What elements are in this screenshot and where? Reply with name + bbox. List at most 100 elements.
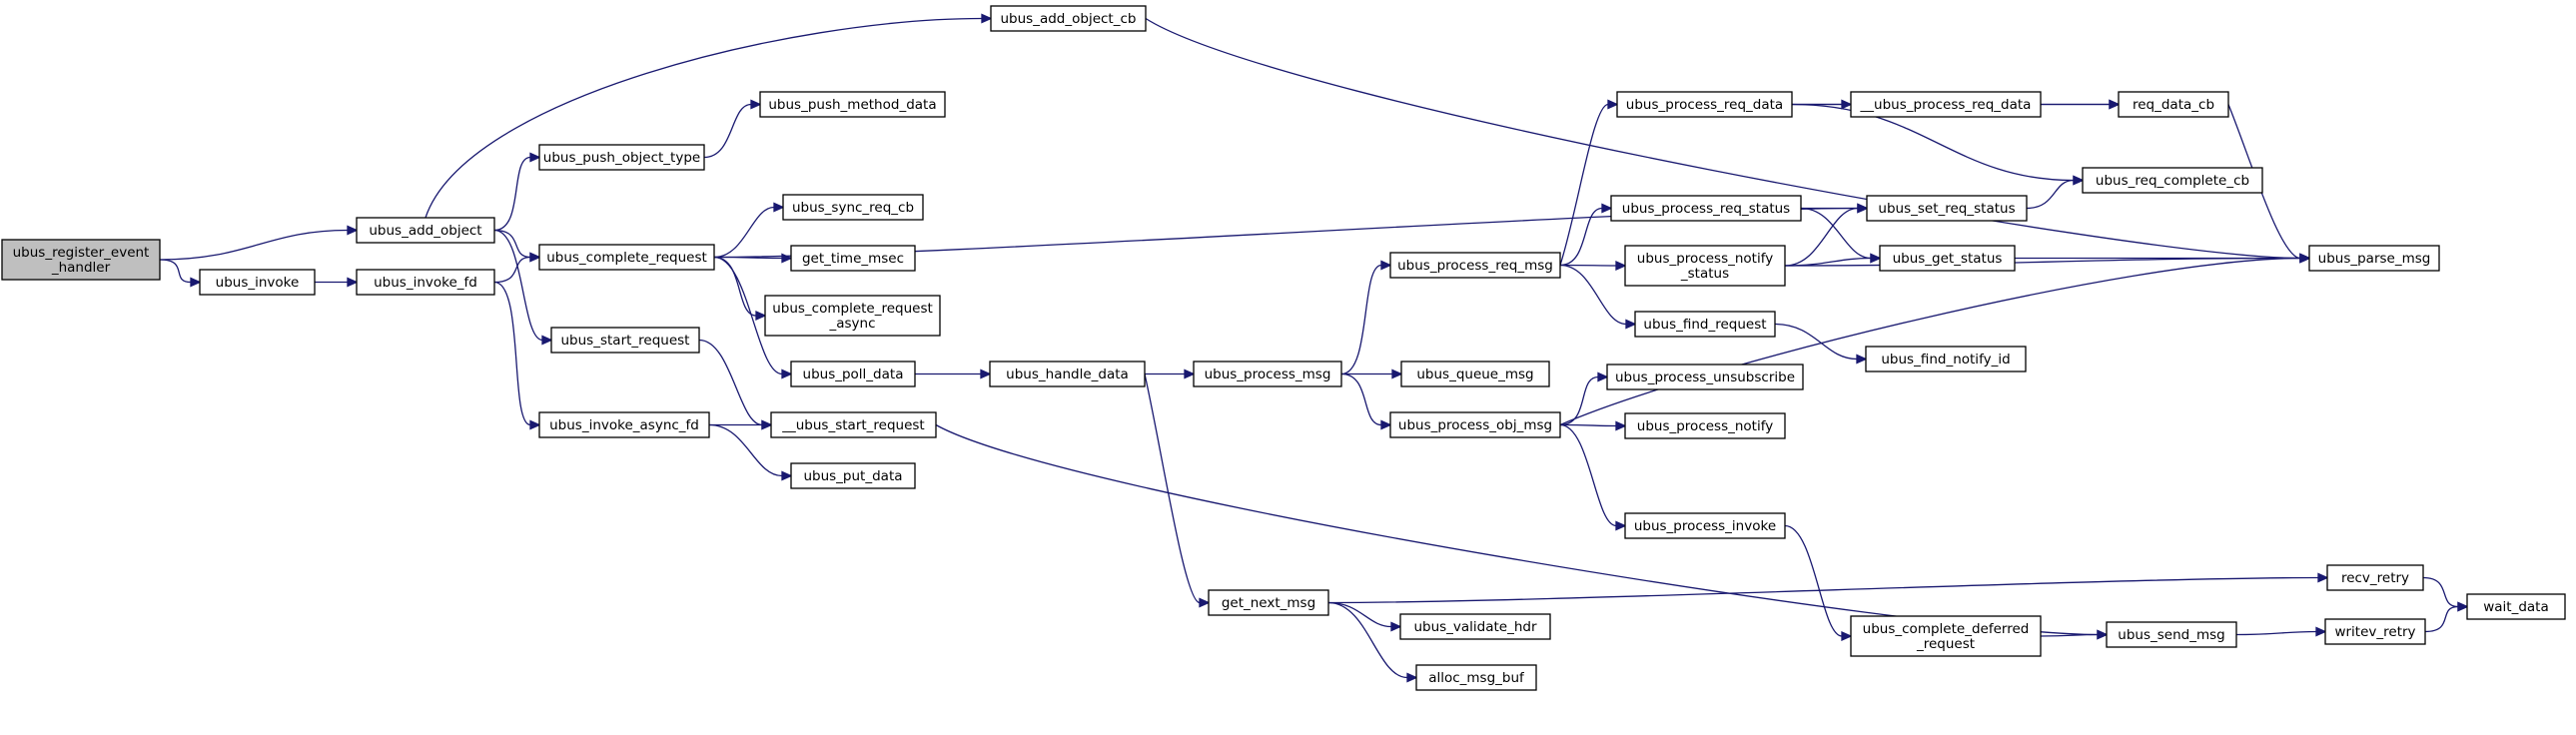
- node-box[interactable]: [1624, 245, 1786, 287]
- node-label: ubus_complete_request: [546, 250, 707, 266]
- edge-line: [2424, 605, 2459, 633]
- edge-line: [1559, 103, 1609, 266]
- node-ubus-find-notify-id[interactable]: ubus_find_notify_id: [1865, 346, 2027, 372]
- node-ubus-put-data[interactable]: ubus_put_data: [790, 462, 916, 489]
- node-box[interactable]: [538, 244, 715, 271]
- node-box[interactable]: [2118, 91, 2229, 118]
- node-ubus-process-req-msg[interactable]: ubus_process_req_msg: [1389, 252, 1561, 279]
- node-box[interactable]: [1865, 346, 2027, 372]
- edge-line: [2422, 576, 2459, 608]
- node-ubus-process-req-status[interactable]: ubus_process_req_status: [1610, 195, 1802, 222]
- node-box[interactable]: [1399, 613, 1551, 640]
- node-ubus-complete-request[interactable]: ubus_complete_request: [538, 244, 715, 271]
- node-ubus-process-obj-msg[interactable]: ubus_process_obj_msg: [1389, 411, 1561, 438]
- node-ubus-process-notify-status[interactable]: ubus_process_notify_status: [1624, 245, 1786, 287]
- node-ubus-add-object[interactable]: ubus_add_object: [356, 217, 495, 244]
- node-box[interactable]: [1624, 412, 1786, 439]
- node-ubus-queue-msg[interactable]: ubus_queue_msg: [1400, 361, 1550, 387]
- node-box[interactable]: [1850, 91, 2042, 118]
- node-ubus-req-complete-cb[interactable]: ubus_req_complete_cb: [2082, 167, 2263, 194]
- node-ubus-process-req-data[interactable]: ubus_process_req_data: [1616, 91, 1793, 118]
- node-ubus-sync-req-cb[interactable]: ubus_sync_req_cb: [782, 194, 924, 221]
- node-box[interactable]: [1866, 195, 2028, 222]
- edge-line: [2040, 633, 2099, 637]
- node-box[interactable]: [2466, 593, 2566, 620]
- node-box[interactable]: [2324, 618, 2426, 645]
- node-req-data-cb[interactable]: req_data_cb: [2118, 91, 2229, 118]
- node-box[interactable]: [1415, 664, 1537, 691]
- node-box[interactable]: [1624, 512, 1786, 539]
- edge-line: [1784, 257, 2301, 267]
- node-box[interactable]: [764, 295, 941, 337]
- node-ubus-invoke-fd[interactable]: ubus_invoke_fd: [356, 269, 495, 296]
- node-box[interactable]: [550, 327, 700, 354]
- node-box[interactable]: [2326, 564, 2424, 591]
- node-box[interactable]: [1, 239, 161, 281]
- node-box[interactable]: [1850, 615, 2042, 657]
- node-box[interactable]: [759, 91, 946, 118]
- node-box[interactable]: [989, 361, 1146, 387]
- node-writev-retry[interactable]: writev_retry: [2324, 618, 2426, 645]
- node-box[interactable]: [1389, 252, 1561, 279]
- node-ubus-invoke[interactable]: ubus_invoke: [199, 269, 316, 296]
- node-box[interactable]: [356, 269, 495, 296]
- node-box[interactable]: [782, 194, 924, 221]
- node-ubus-add-object-cb[interactable]: ubus_add_object_cb: [990, 5, 1147, 32]
- node---ubus-process-req-data[interactable]: __ubus_process_req_data: [1850, 91, 2042, 118]
- node-ubus-process-invoke[interactable]: ubus_process_invoke: [1624, 512, 1786, 539]
- node-wait-data[interactable]: wait_data: [2466, 593, 2566, 620]
- node-ubus-complete-request-async[interactable]: ubus_complete_request_async: [764, 295, 941, 337]
- node-ubus-send-msg[interactable]: ubus_send_msg: [2106, 621, 2237, 648]
- node-box[interactable]: [1879, 245, 2016, 272]
- node---ubus-start-request[interactable]: __ubus_start_request: [770, 411, 937, 438]
- edge-ubus-process-notify-status-to-ubus-set-req-status: [1784, 203, 1869, 267]
- node-ubus-validate-hdr[interactable]: ubus_validate_hdr: [1399, 613, 1551, 640]
- node-ubus-push-object-type[interactable]: ubus_push_object_type: [538, 144, 705, 171]
- node-box[interactable]: [538, 144, 705, 171]
- edge-line: [1784, 524, 1843, 637]
- node-recv-retry[interactable]: recv_retry: [2326, 564, 2424, 591]
- node-ubus-find-request[interactable]: ubus_find_request: [1634, 311, 1776, 338]
- node-ubus-poll-data[interactable]: ubus_poll_data: [790, 361, 916, 387]
- node-get-time-msec[interactable]: get_time_msec: [790, 245, 916, 272]
- node-box[interactable]: [1616, 91, 1793, 118]
- node-ubus-get-status[interactable]: ubus_get_status: [1879, 245, 2016, 272]
- node-box[interactable]: [2308, 245, 2440, 272]
- node-ubus-complete-deferred-request[interactable]: ubus_complete_deferred_request: [1850, 615, 2042, 657]
- node-box[interactable]: [199, 269, 316, 296]
- node-box[interactable]: [356, 217, 495, 244]
- node-box[interactable]: [2106, 621, 2237, 648]
- node-box[interactable]: [2082, 167, 2263, 194]
- node-box[interactable]: [770, 411, 937, 438]
- node-ubus-process-notify[interactable]: ubus_process_notify: [1624, 412, 1786, 439]
- edge-arrowhead: [781, 253, 793, 264]
- node-box[interactable]: [790, 361, 916, 387]
- node-ubus-invoke-async-fd[interactable]: ubus_invoke_async_fd: [538, 411, 710, 438]
- node-box[interactable]: [790, 462, 916, 489]
- node-ubus-set-req-status[interactable]: ubus_set_req_status: [1866, 195, 2028, 222]
- node-box[interactable]: [790, 245, 916, 272]
- node-box[interactable]: [1610, 195, 1802, 222]
- node-box[interactable]: [1389, 411, 1561, 438]
- node-ubus-process-msg[interactable]: ubus_process_msg: [1193, 361, 1342, 387]
- node-box[interactable]: [538, 411, 710, 438]
- edge-arrowhead: [529, 252, 541, 263]
- edge-ubus-push-object-type-to-ubus-push-method-data: [703, 99, 762, 159]
- node-box[interactable]: [1193, 361, 1342, 387]
- node-ubus-register-event-handler[interactable]: ubus_register_event_handler: [1, 239, 161, 281]
- node-box[interactable]: [1208, 589, 1329, 616]
- edge-arrowhead: [190, 277, 202, 288]
- node-box[interactable]: [1400, 361, 1550, 387]
- node-ubus-parse-msg[interactable]: ubus_parse_msg: [2308, 245, 2440, 272]
- node-alloc-msg-buf[interactable]: alloc_msg_buf: [1415, 664, 1537, 691]
- node-box[interactable]: [1634, 311, 1776, 338]
- edge-arrowhead: [781, 368, 793, 379]
- node-ubus-process-unsubscribe[interactable]: ubus_process_unsubscribe: [1606, 364, 1804, 390]
- node-box[interactable]: [1606, 364, 1804, 390]
- node-get-next-msg[interactable]: get_next_msg: [1208, 589, 1329, 616]
- node-ubus-handle-data[interactable]: ubus_handle_data: [989, 361, 1146, 387]
- node-ubus-start-request[interactable]: ubus_start_request: [550, 327, 700, 354]
- node-box[interactable]: [990, 5, 1147, 32]
- node-ubus-push-method-data[interactable]: ubus_push_method_data: [759, 91, 946, 118]
